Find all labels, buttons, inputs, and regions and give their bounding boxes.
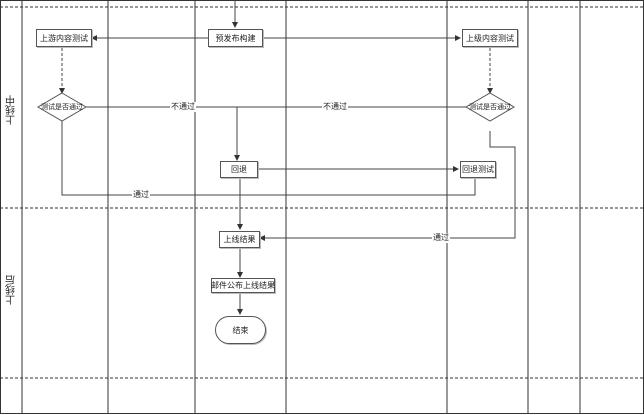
edge-label-pass-left: 通过 [132, 190, 150, 200]
edge-label-fail-right: 不通过 [322, 102, 348, 112]
node-rollback-test: 回退测试 [460, 161, 496, 178]
decision-left [37, 92, 87, 122]
node-pre-release: 预发布构建 [208, 29, 263, 47]
decision-left-text: 测试是否通过 [41, 103, 83, 111]
decision-right-text: 测试是否通过 [469, 103, 511, 111]
edge-label-pass-right: 通过 [432, 233, 450, 243]
lane-separators [0, 6, 644, 379]
lane-label-during: 上线中 [6, 95, 18, 125]
node-upper-test: 上级内容测试 [462, 29, 518, 47]
node-release-result: 上线结果 [219, 231, 260, 248]
node-rollback: 回退 [220, 161, 258, 178]
lane-label-after: 上线后 [6, 275, 18, 305]
edge-label-fail-left: 不通过 [170, 102, 196, 112]
decision-right [465, 92, 515, 122]
column-dividers [21, 0, 581, 414]
node-end: 结束 [215, 316, 266, 344]
node-email-result: 邮件公布上线结果 [211, 278, 275, 293]
node-upstream-test: 上游内容测试 [36, 29, 92, 47]
